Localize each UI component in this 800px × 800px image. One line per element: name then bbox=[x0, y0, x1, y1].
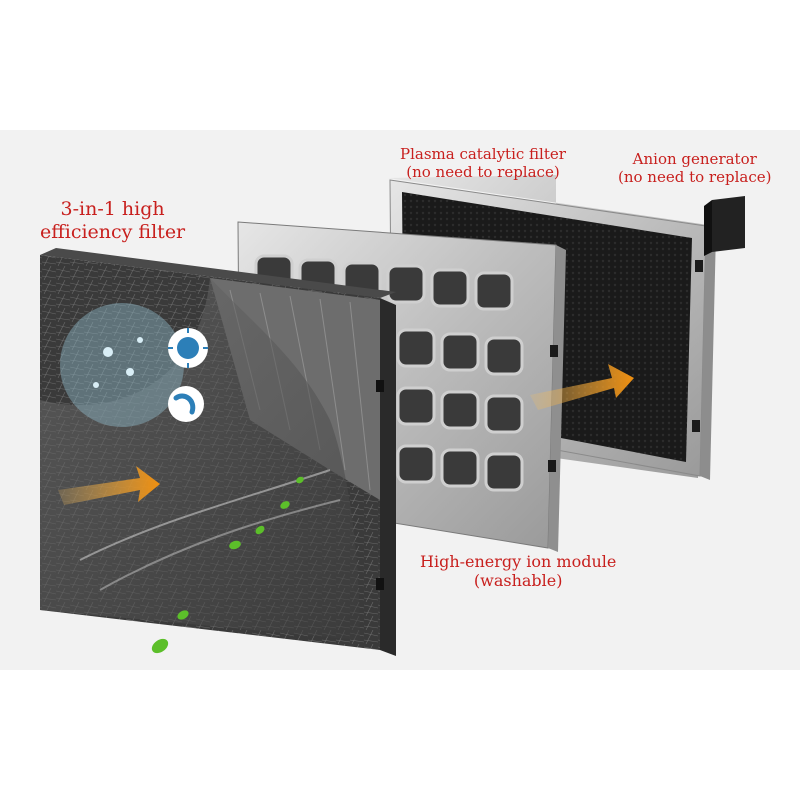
anion-generator bbox=[704, 196, 745, 256]
label-line: High-energy ion module bbox=[420, 552, 617, 571]
label-line: 3-in-1 high bbox=[60, 198, 165, 220]
label-high-energy-ion-module: High-energy ion module (washable) bbox=[420, 552, 616, 590]
airflow-arrow-icon bbox=[58, 466, 160, 505]
three-in-one-filter-panel bbox=[40, 248, 396, 656]
label-plasma-catalytic-filter: Plasma catalytic filter (no need to repl… bbox=[400, 145, 566, 181]
label-line: Plasma catalytic filter bbox=[400, 145, 566, 163]
airflow-arrow-icon bbox=[530, 364, 634, 410]
label-line: (washable) bbox=[473, 571, 563, 591]
virus-icon bbox=[168, 328, 208, 368]
dust-particle-icon bbox=[126, 368, 134, 376]
bacteria-icon bbox=[103, 347, 113, 357]
magnified-microbes-view bbox=[60, 303, 208, 427]
bacteria-icon bbox=[168, 386, 204, 422]
label-line: (no need to replace) bbox=[406, 163, 560, 181]
label-anion-generator: Anion generator (no need to replace) bbox=[618, 150, 771, 186]
leaf-icon bbox=[151, 476, 304, 654]
label-line: (no need to replace) bbox=[618, 168, 772, 186]
label-line: Anion generator bbox=[632, 150, 757, 168]
label-3-in-1-filter: 3-in-1 high efficiency filter bbox=[40, 198, 185, 244]
label-line: efficiency filter bbox=[40, 220, 186, 243]
